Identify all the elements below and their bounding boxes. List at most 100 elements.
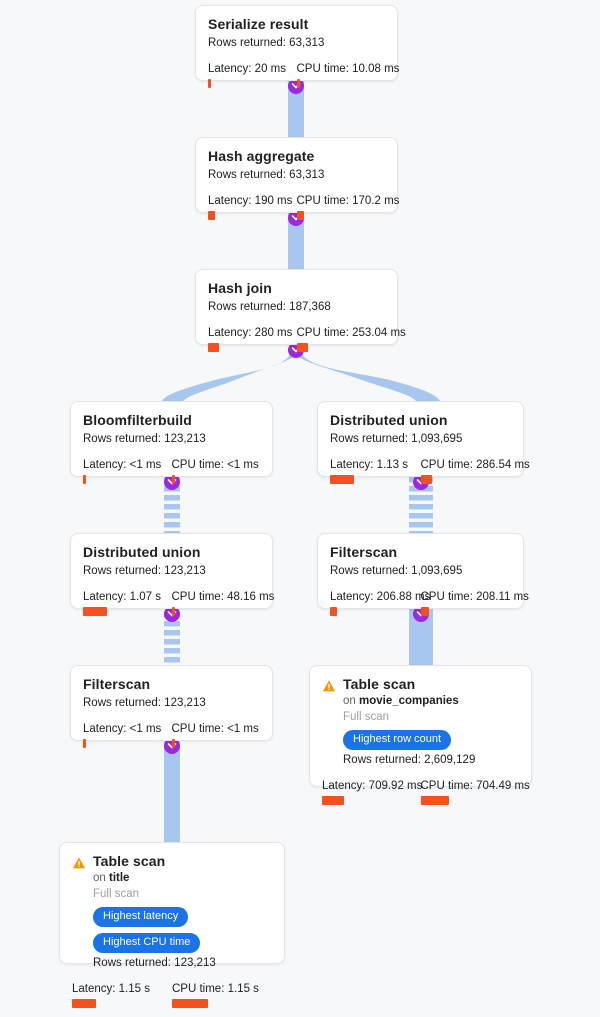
metrics: Latency: 1.07 s CPU time: 48.16 ms (83, 590, 274, 616)
badge-highest-cpu-time[interactable]: Highest CPU time (93, 933, 201, 953)
latency-bar (83, 739, 86, 748)
scan-target: on title (93, 871, 272, 886)
cpu-bar (296, 211, 304, 220)
latency-metric: Latency: 280 ms (208, 326, 297, 352)
rows-returned: Rows returned: 187,368 (208, 301, 331, 313)
latency-bar (208, 343, 219, 352)
badge-highest-row-count[interactable]: Highest row count (343, 730, 452, 750)
cpu-metric: CPU time: 208.11 ms (420, 590, 529, 616)
edge-filterscan-right-to-dist-union-right (409, 477, 433, 533)
cpu-label: CPU time: <1 ms (171, 459, 259, 471)
cpu-label: CPU time: 208.11 ms (420, 591, 529, 603)
cpu-metric: CPU time: 170.2 ms (296, 194, 400, 220)
latency-bar (83, 475, 86, 484)
warning-triangle-icon (322, 680, 336, 692)
latency-bar (322, 796, 344, 805)
cpu-bar (172, 999, 208, 1008)
cpu-metric: CPU time: 48.16 ms (171, 590, 274, 616)
node-title: Serialize result (208, 16, 309, 32)
cpu-label: CPU time: 10.08 ms (296, 63, 400, 75)
cpu-bar (171, 475, 175, 484)
latency-metric: Latency: <1 ms (83, 458, 172, 484)
badge-highest-latency[interactable]: Highest latency (93, 907, 189, 927)
cpu-label: CPU time: 704.49 ms (420, 780, 530, 792)
rows-returned: Rows returned: 123,213 (83, 565, 206, 577)
metrics: Latency: 280 ms CPU time: 253.04 ms (208, 326, 406, 352)
node-header: Table scan (72, 853, 272, 870)
latency-metric: Latency: 1.07 s (83, 590, 172, 616)
node-header: Serialize result (208, 16, 385, 33)
plan-node-table-scan-title[interactable]: Table scan on title Full scan Highest la… (59, 842, 285, 1008)
scan-target: on movie_companies (343, 694, 519, 709)
plan-node-filterscan-left[interactable]: Filterscan Rows returned: 123,213 Latenc… (70, 665, 273, 748)
cpu-bar (420, 607, 429, 616)
node-title: Filterscan (330, 544, 398, 560)
edge-tablescan-right-to-filterscan-right (409, 609, 433, 665)
latency-bar (330, 475, 354, 484)
metrics: Latency: 1.13 s CPU time: 286.54 ms (330, 458, 530, 484)
node-header: Distributed union (83, 544, 260, 561)
cpu-label: CPU time: <1 ms (171, 723, 259, 735)
table-scan-details: on title Full scan Highest latency Highe… (72, 871, 272, 971)
on-prefix: on (93, 872, 106, 884)
node-title: Hash join (208, 280, 272, 296)
cpu-label: CPU time: 1.15 s (172, 983, 259, 995)
latency-bar (83, 607, 107, 616)
edge-tablescan-left-to-filterscan-left (164, 741, 180, 842)
node-title: Hash aggregate (208, 148, 315, 164)
edge-dist-union-left-to-bloomfilterbuild (164, 477, 180, 533)
table-scan-details: on movie_companies Full scan Highest row… (322, 694, 519, 768)
plan-node-hash-aggregate[interactable]: Hash aggregate Rows returned: 63,313 Lat… (195, 137, 399, 220)
latency-metric: Latency: 709.92 ms (322, 779, 422, 805)
latency-metric: Latency: 20 ms (208, 62, 297, 88)
metrics: Latency: 190 ms CPU time: 170.2 ms (208, 194, 400, 220)
plan-node-bloomfilterbuild[interactable]: Bloomfilterbuild Rows returned: 123,213 … (70, 401, 273, 484)
rows-returned: Rows returned: 2,609,129 (343, 754, 476, 766)
latency-label: Latency: 1.13 s (330, 459, 408, 471)
plan-node-table-scan-movie-companies[interactable]: Table scan on movie_companies Full scan … (309, 665, 532, 805)
plan-node-distributed-union-right[interactable]: Distributed union Rows returned: 1,093,6… (317, 401, 530, 484)
plan-node-filterscan-right[interactable]: Filterscan Rows returned: 1,093,695 Late… (317, 533, 529, 616)
warning-triangle-icon (72, 857, 86, 869)
latency-label: Latency: 206.88 ms (330, 591, 431, 603)
cpu-bar (296, 79, 300, 88)
on-prefix: on (343, 695, 356, 707)
cpu-metric: CPU time: 10.08 ms (296, 62, 400, 88)
node-title: Filterscan (83, 676, 151, 692)
edge-hash-aggregate-to-serialize (288, 81, 304, 137)
latency-label: Latency: <1 ms (83, 723, 162, 735)
latency-bar (72, 999, 96, 1008)
latency-label: Latency: 1.07 s (83, 591, 161, 603)
plan-node-serialize-result[interactable]: Serialize result Rows returned: 63,313 L… (195, 5, 399, 88)
latency-bar (208, 211, 215, 220)
cpu-label: CPU time: 253.04 ms (296, 327, 406, 339)
node-header: Hash aggregate (208, 148, 385, 165)
plan-node-hash-join[interactable]: Hash join Rows returned: 187,368 Latency… (195, 269, 406, 352)
node-header: Table scan (322, 676, 519, 693)
cpu-bar (420, 796, 449, 805)
cpu-metric: CPU time: 1.15 s (172, 982, 272, 1008)
cpu-bar (296, 343, 308, 352)
scan-kind: Full scan (93, 888, 140, 900)
node-header: Bloomfilterbuild (83, 412, 260, 429)
rows-returned: Rows returned: 1,093,695 (330, 433, 463, 445)
edge-hash-join-to-hash-aggregate (288, 213, 304, 269)
latency-bar (208, 79, 211, 88)
badge-list: Highest row count (343, 730, 519, 750)
table-name: movie_companies (359, 695, 459, 707)
metrics: Latency: 1.15 s CPU time: 1.15 s (72, 982, 272, 1008)
metrics: Latency: 20 ms CPU time: 10.08 ms (208, 62, 400, 88)
metrics: Latency: 206.88 ms CPU time: 208.11 ms (330, 590, 529, 616)
metrics: Latency: <1 ms CPU time: <1 ms (83, 722, 260, 748)
node-title: Distributed union (83, 544, 201, 560)
cpu-bar (171, 607, 175, 616)
metrics: Latency: 709.92 ms CPU time: 704.49 ms (322, 779, 530, 805)
latency-label: Latency: <1 ms (83, 459, 162, 471)
plan-node-distributed-union-left[interactable]: Distributed union Rows returned: 123,213… (70, 533, 274, 616)
latency-metric: Latency: 190 ms (208, 194, 297, 220)
scan-kind: Full scan (343, 711, 390, 723)
cpu-label: CPU time: 170.2 ms (296, 195, 400, 207)
cpu-metric: CPU time: 253.04 ms (296, 326, 406, 352)
node-title: Table scan (93, 853, 166, 869)
latency-metric: Latency: 1.13 s (330, 458, 421, 484)
